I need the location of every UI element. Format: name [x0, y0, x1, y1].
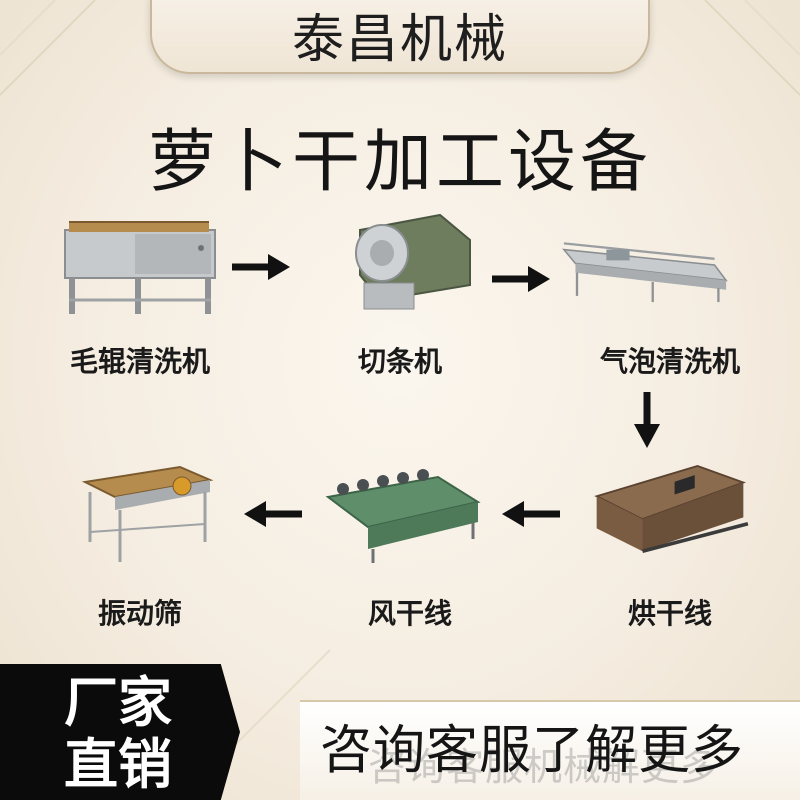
- cta-bar: [300, 700, 800, 800]
- drying-line-icon: [594, 465, 749, 554]
- badge-line-2: 直销: [64, 733, 172, 796]
- badge-line-1: 厂家: [64, 671, 172, 734]
- cta-text[interactable]: 咨询客服了解更多: [320, 721, 745, 781]
- arrow-right-icon: [232, 254, 290, 280]
- step-label-strip-cutter: 切条机: [357, 345, 442, 378]
- direct-sales-text: 厂家 直销: [64, 672, 172, 796]
- arrow-down-icon: [634, 392, 660, 448]
- arrow-left-icon: [502, 501, 560, 527]
- vibrating-screen-icon: [81, 465, 214, 562]
- step-label-roller-washer: 毛辊清洗机: [69, 345, 210, 378]
- step-label-drying-line: 烘干线: [627, 597, 712, 630]
- step-label-vibrating-screen: 振动筛: [97, 597, 182, 630]
- step-label-air-drying-line: 风干线: [367, 597, 452, 630]
- page-title: 萝卜干加工设备: [147, 123, 652, 202]
- step-label-bubble-washer: 气泡清洗机: [599, 345, 740, 378]
- air-drying-line-icon: [325, 469, 481, 563]
- cta-ghost-text: 咨询客服机械解更多: [368, 745, 720, 789]
- strip-cutter-icon: [355, 213, 471, 310]
- roller-washer-icon: [64, 221, 216, 314]
- direct-sales-badge: [0, 664, 240, 800]
- brand-name: 泰昌机械: [291, 9, 508, 70]
- arrow-right-icon: [492, 266, 550, 292]
- brand-header: 泰昌机械: [150, 0, 650, 74]
- arrow-left-icon: [244, 501, 302, 527]
- bubble-washer-icon: [562, 242, 728, 303]
